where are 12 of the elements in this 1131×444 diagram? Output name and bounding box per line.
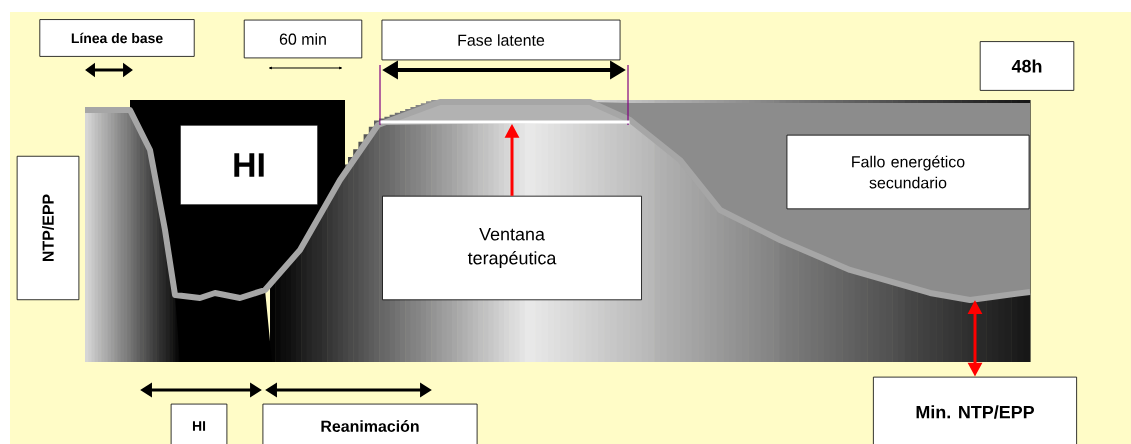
marker-line	[380, 120, 630, 124]
label-box: Línea de base	[39, 19, 195, 57]
label-box: Reanimación	[262, 403, 478, 444]
label-box: Min. NTP/EPP	[873, 376, 1077, 444]
label-box: NTP/EPP	[16, 155, 80, 301]
label-box: Fase latente	[381, 19, 621, 61]
label-box: 48h	[979, 41, 1075, 91]
label-box: HI	[179, 124, 319, 206]
label-box: HI	[170, 403, 228, 444]
label-box: 60 min	[243, 19, 363, 59]
label-box: Fallo energético secundario	[786, 134, 1030, 210]
label-box: Ventana terapéutica	[382, 195, 642, 301]
